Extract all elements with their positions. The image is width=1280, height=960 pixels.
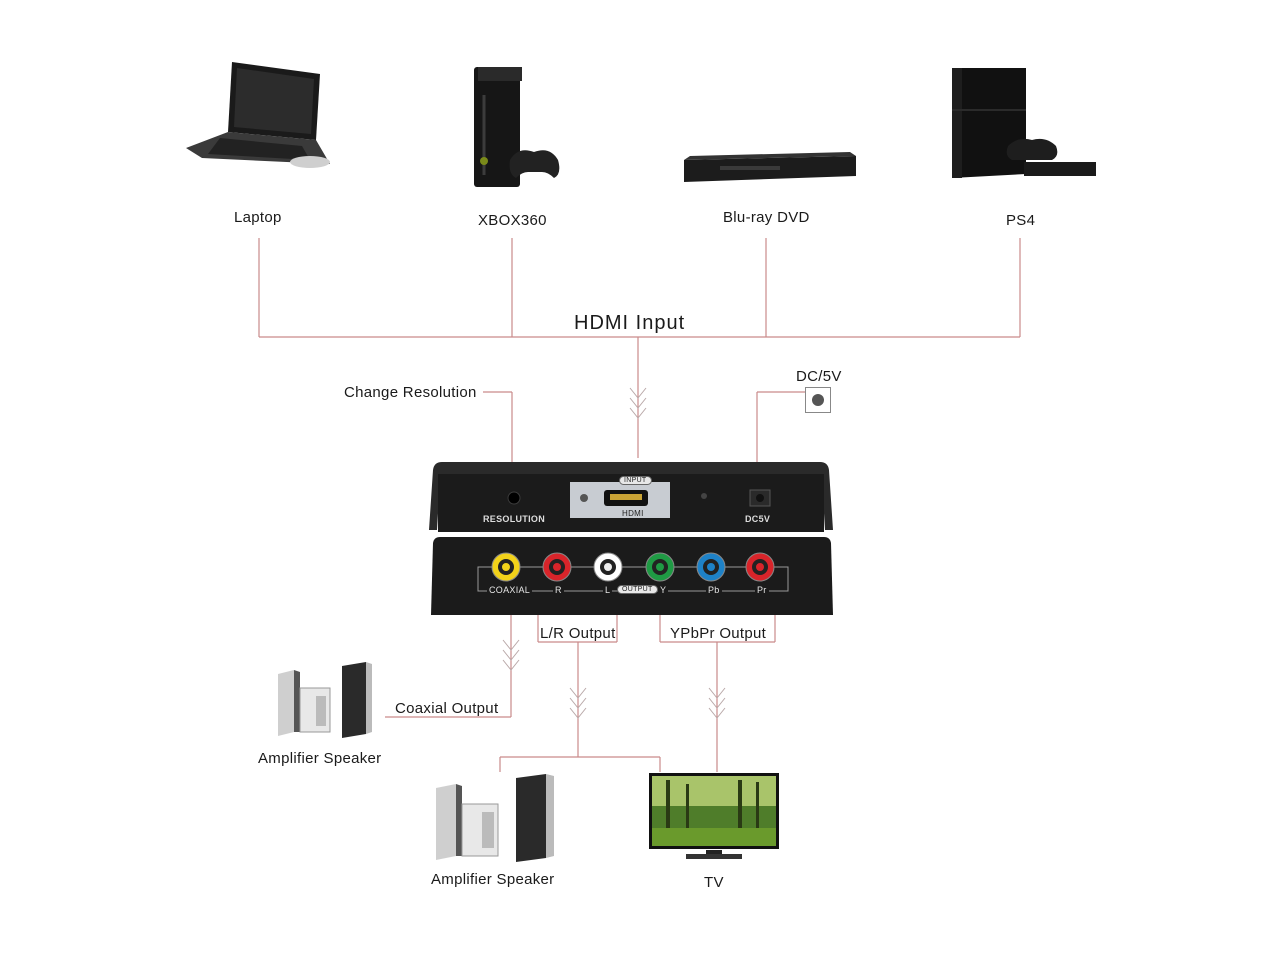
hdmi-port-label: HDMI <box>622 509 644 518</box>
rca-port-coaxial <box>491 552 521 582</box>
change-resolution-label: Change Resolution <box>344 384 477 401</box>
bluray-dvd-image <box>684 152 856 182</box>
rca-port-label-pr: Pr <box>755 585 769 595</box>
hdmi-input-label: HDMI Input <box>572 312 688 335</box>
rca-port-label-l: L <box>603 585 613 595</box>
rca-port-label-pb: Pb <box>706 585 722 595</box>
resolution-button-label: RESOLUTION <box>483 514 546 524</box>
ps4-label: PS4 <box>1006 212 1036 229</box>
dc5v-label: DC/5V <box>796 368 842 385</box>
laptop-label: Laptop <box>234 209 282 226</box>
xbox360-image <box>474 67 560 187</box>
input-tag: INPUT <box>619 476 652 485</box>
rca-port-r <box>542 552 572 582</box>
amplifier-speaker-bottom-label: Amplifier Speaker <box>431 871 555 888</box>
laptop-image <box>186 62 330 168</box>
rca-port-label-r: R <box>553 585 564 595</box>
amplifier-speaker-left-image <box>278 662 372 738</box>
tv-image <box>649 773 779 859</box>
coaxial-output-label: Coaxial Output <box>395 700 499 717</box>
xbox360-label: XBOX360 <box>478 212 547 229</box>
dc-power-jack-icon <box>805 387 831 413</box>
rca-port-label-coaxial: COAXIAL <box>487 585 533 595</box>
rca-port-label-y: Y <box>658 585 669 595</box>
amplifier-speaker-bottom-image <box>436 774 554 862</box>
rca-port-y <box>645 552 675 582</box>
dc5v-port-label: DC5V <box>745 514 771 524</box>
rca-port-l <box>593 552 623 582</box>
output-tag: OUTPUT <box>617 585 658 594</box>
ypbpr-output-label: YPbPr Output <box>670 625 767 642</box>
rca-port-row <box>491 552 775 582</box>
tv-label: TV <box>704 874 724 891</box>
bluray-dvd-label: Blu-ray DVD <box>723 209 810 226</box>
amplifier-speaker-left-label: Amplifier Speaker <box>258 750 382 767</box>
rca-port-pr <box>745 552 775 582</box>
lr-output-label: L/R Output <box>540 625 616 642</box>
ps4-image <box>952 68 1096 178</box>
rca-port-pb <box>696 552 726 582</box>
